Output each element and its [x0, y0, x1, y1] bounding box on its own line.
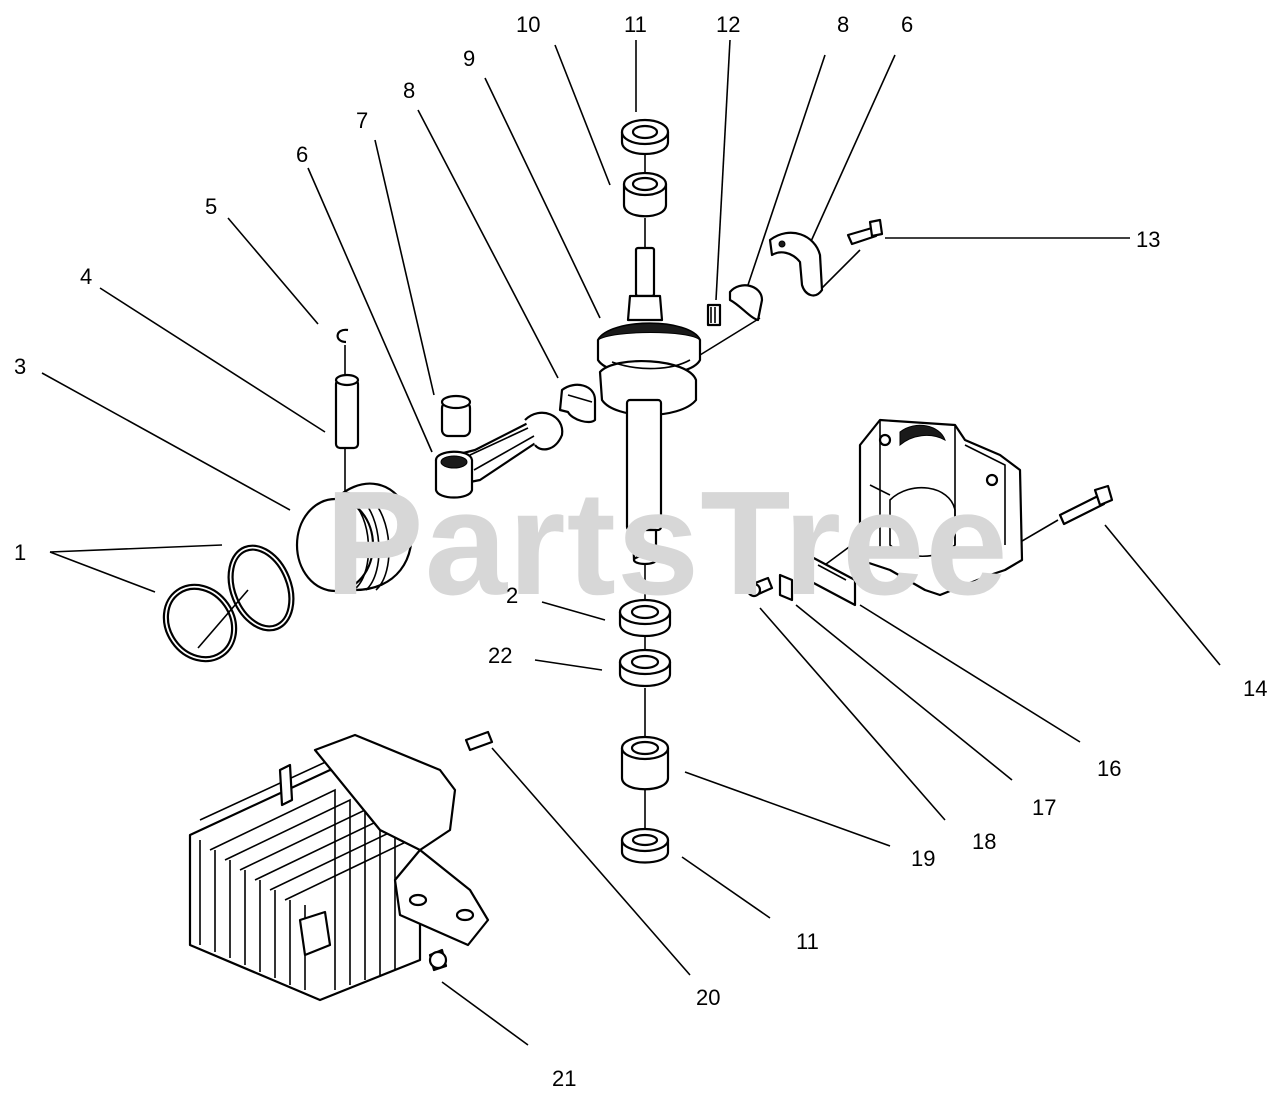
callout-7: 7	[356, 108, 369, 133]
callout-22: 22	[488, 643, 513, 668]
crankcase-half	[858, 418, 1114, 597]
callout-4: 4	[80, 264, 93, 289]
callout-12: 12	[716, 12, 741, 37]
callout-6: 6	[901, 12, 914, 37]
callout-1: 1	[14, 540, 27, 565]
wrist-pin-and-clip	[334, 328, 360, 450]
crankshaft	[596, 246, 702, 566]
callout-8: 8	[837, 12, 850, 37]
rod-cap-parts	[706, 218, 884, 327]
callout-8: 8	[403, 78, 416, 103]
callout-11: 11	[624, 12, 647, 37]
callout-9: 9	[463, 46, 476, 71]
callout-11: 11	[796, 929, 819, 954]
callout-13: 13	[1136, 227, 1161, 252]
callout-18: 18	[972, 829, 997, 854]
callout-20: 20	[696, 985, 721, 1010]
piston-rings	[162, 544, 295, 663]
leader-lines	[41, 39, 1221, 1046]
piston	[295, 482, 413, 593]
callout-5: 5	[205, 194, 218, 219]
callout-3: 3	[14, 354, 27, 379]
breaker-plate-parts	[746, 553, 857, 607]
callout-19: 19	[911, 846, 936, 871]
shaft-bearings	[618, 118, 672, 864]
callout-14: 14	[1243, 676, 1268, 701]
connecting-rod	[434, 383, 597, 499]
watermark: PartsTree	[325, 461, 1009, 626]
callout-17: 17	[1032, 795, 1057, 820]
callout-2: 2	[506, 583, 519, 608]
cylinder-block	[188, 730, 494, 1002]
callout-6: 6	[296, 142, 309, 167]
callout-16: 16	[1097, 756, 1122, 781]
callout-21: 21	[552, 1066, 577, 1091]
callout-10: 10	[516, 12, 541, 37]
